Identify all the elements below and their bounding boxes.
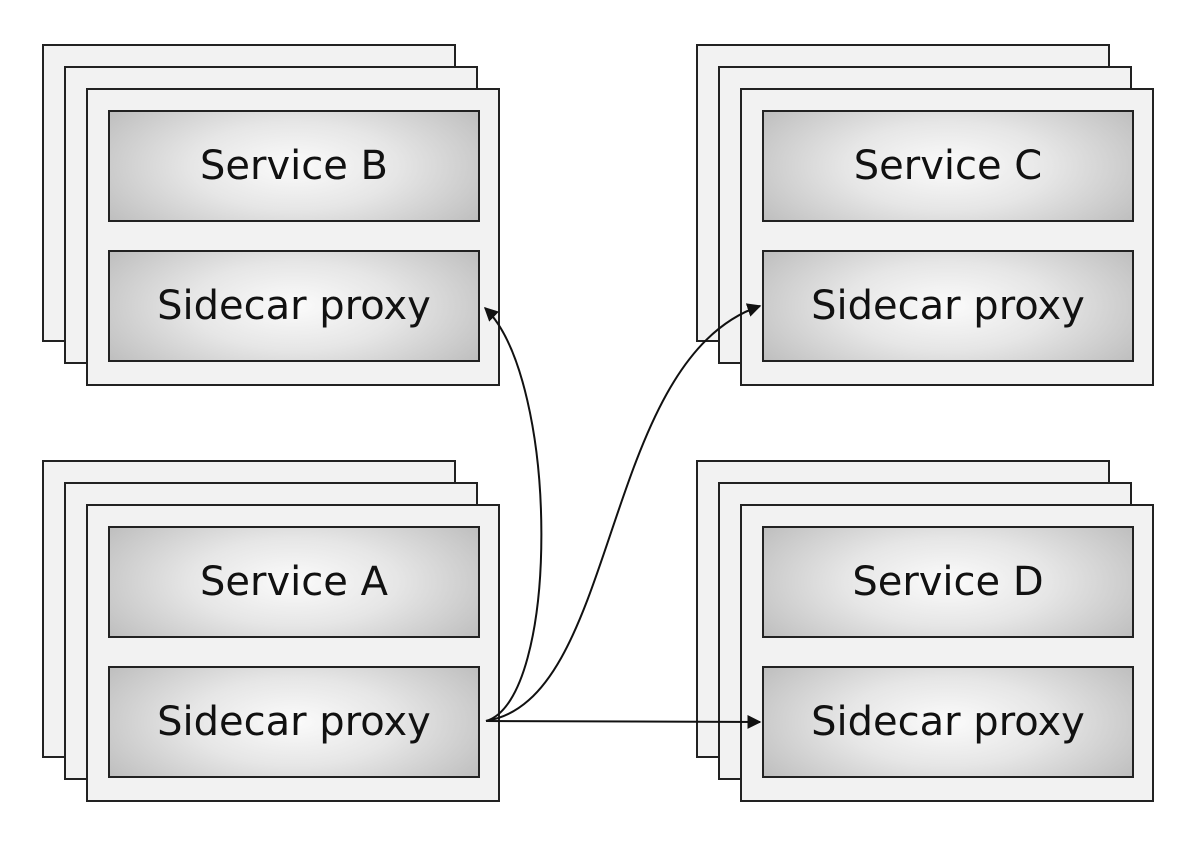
service-a-box: Service A: [108, 526, 480, 638]
service-a-sidecar-proxy: Sidecar proxy: [108, 666, 480, 778]
service-d-stack: Service D Sidecar proxy: [696, 460, 1158, 806]
service-a-instance: Service A Sidecar proxy: [86, 504, 500, 802]
service-c-stack: Service C Sidecar proxy: [696, 44, 1158, 390]
service-b-sidecar-proxy: Sidecar proxy: [108, 250, 480, 362]
service-b-instance: Service B Sidecar proxy: [86, 88, 500, 386]
service-d-sidecar-proxy: Sidecar proxy: [762, 666, 1134, 778]
service-d-instance: Service D Sidecar proxy: [740, 504, 1154, 802]
service-c-instance: Service C Sidecar proxy: [740, 88, 1154, 386]
service-c-box: Service C: [762, 110, 1134, 222]
service-a-stack: Service A Sidecar proxy: [42, 460, 504, 806]
service-b-stack: Service B Sidecar proxy: [42, 44, 504, 390]
service-b-box: Service B: [108, 110, 480, 222]
service-d-box: Service D: [762, 526, 1134, 638]
service-c-sidecar-proxy: Sidecar proxy: [762, 250, 1134, 362]
